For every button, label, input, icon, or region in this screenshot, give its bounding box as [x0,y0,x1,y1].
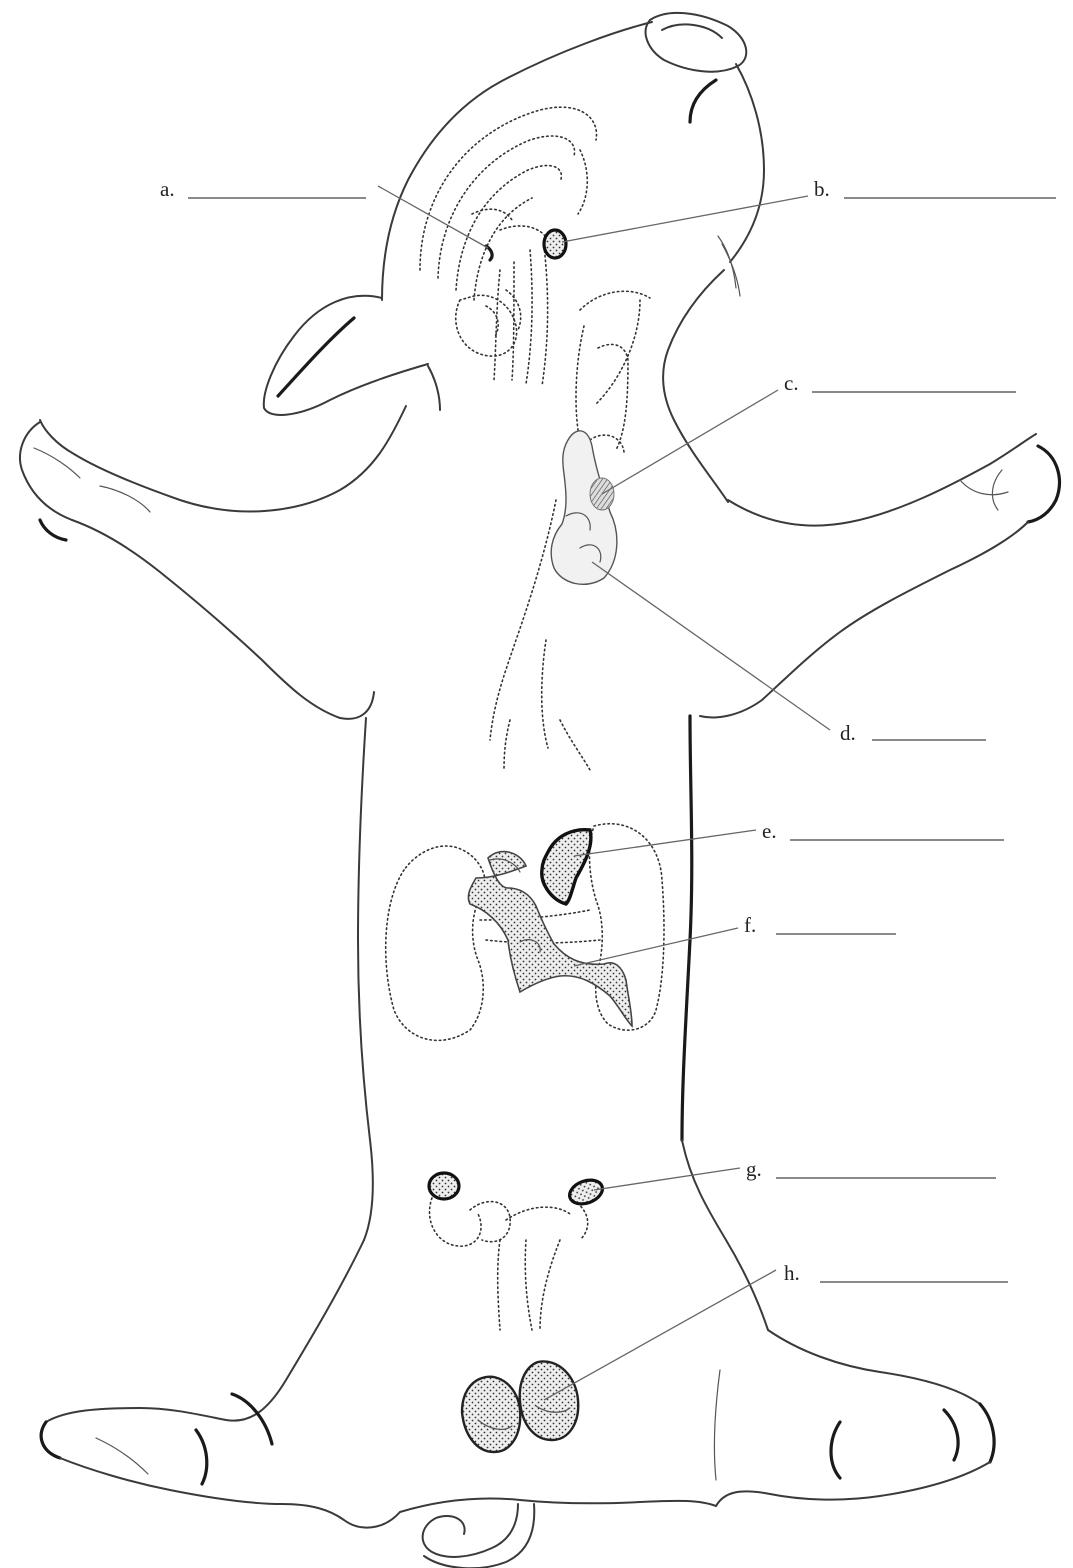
label-h-letter: h. [784,1261,800,1285]
label-g: g. [746,1157,996,1181]
glands [429,230,632,1452]
label-a: a. [160,177,366,201]
label-b-letter: b. [814,177,830,201]
label-c-letter: c. [784,371,799,395]
label-e: e. [762,819,1004,843]
label-e-letter: e. [762,819,777,843]
pituitary-gland [544,230,566,258]
body-outline [20,13,1059,1568]
gonad-right [520,1361,579,1440]
leader-lines [378,186,830,1400]
ovary-left [429,1173,459,1199]
labels: a. b. c. d. e. f. g. h. [160,177,1056,1285]
gonad-left [462,1377,520,1452]
internal-organs-dotted [386,107,664,1330]
label-g-letter: g. [746,1157,762,1181]
label-a-letter: a. [160,177,175,201]
label-d-letter: d. [840,721,856,745]
label-f-letter: f. [744,913,756,937]
adrenal-gland-left [542,830,591,904]
label-d: d. [840,721,986,745]
label-c: c. [784,371,1016,395]
label-h: h. [784,1261,1008,1285]
label-b: b. [814,177,1056,201]
label-f: f. [744,913,896,937]
ovary-right [566,1176,605,1208]
